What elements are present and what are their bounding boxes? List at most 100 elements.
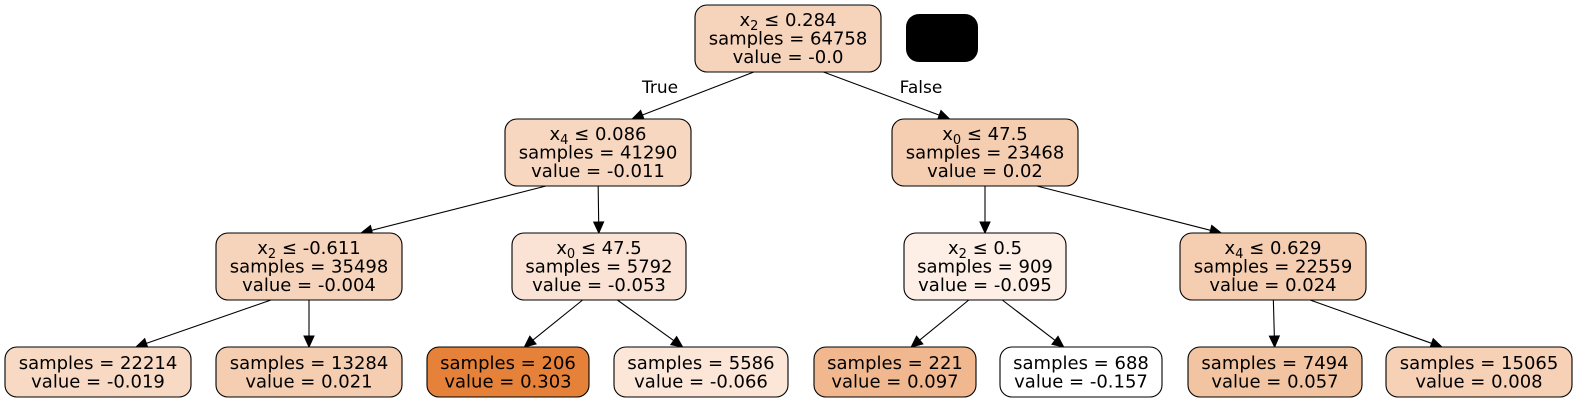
edge-arrowhead — [936, 109, 951, 121]
tree-edge — [134, 299, 272, 349]
node-text: ≤ 47.5 — [961, 124, 1028, 145]
value-label: value = 0.024 — [1209, 275, 1336, 296]
value-label: value = 0.02 — [927, 161, 1043, 182]
value-label: value = -0.019 — [31, 371, 165, 392]
tree-node-box — [1179, 232, 1367, 301]
node-text: value = 0.021 — [245, 371, 372, 392]
edge-line — [617, 299, 675, 342]
samples-label: samples = 688 — [1013, 353, 1149, 374]
edge-line — [1309, 299, 1432, 344]
node-text: value = -0.157 — [1014, 371, 1148, 392]
node-text: samples = 5792 — [525, 257, 672, 278]
edge-arrowhead — [523, 335, 537, 348]
legend-color-swatch — [906, 14, 978, 62]
samples-label: samples = 206 — [440, 353, 576, 374]
feature-subscript: 2 — [750, 19, 758, 34]
tree-node-box — [215, 346, 403, 398]
node-text: samples = 909 — [917, 257, 1053, 278]
node-text: x — [942, 124, 953, 145]
samples-label: samples = 15065 — [1400, 353, 1559, 374]
tree-edge — [1268, 299, 1281, 349]
tree-node-box — [1385, 346, 1573, 398]
edge-arrowhead — [592, 221, 605, 235]
tree-node-box — [511, 232, 687, 301]
edge-line — [1036, 185, 1211, 231]
value-label: value = 0.008 — [1415, 371, 1542, 392]
edge-line — [146, 299, 272, 344]
node-text: value = -0.019 — [31, 371, 165, 392]
samples-label: samples = 5586 — [627, 353, 774, 374]
node-text: value = -0.066 — [634, 371, 768, 392]
node-text: samples = 5586 — [627, 353, 774, 374]
tree-node-box — [504, 118, 692, 187]
node-text: samples = 35498 — [230, 257, 389, 278]
split-condition: x2 ≤ -0.611 — [257, 238, 361, 262]
tree-node-box — [694, 4, 882, 73]
samples-label: samples = 22214 — [19, 353, 178, 374]
node-text: samples = 41290 — [519, 143, 678, 164]
split-condition: x0 ≤ 47.5 — [556, 238, 642, 262]
node-text: ≤ 0.5 — [967, 238, 1022, 259]
node-text: samples = 23468 — [906, 143, 1065, 164]
node-text: ≤ 0.086 — [568, 124, 646, 145]
samples-label: samples = 5792 — [525, 257, 672, 278]
node-text: x — [550, 124, 561, 145]
edge-line — [823, 71, 940, 116]
tree-edge — [910, 299, 970, 348]
tree-edge: True — [631, 71, 754, 121]
tree-node-box — [613, 346, 789, 398]
node-text: samples = 22559 — [1194, 257, 1353, 278]
node-text: x — [556, 238, 567, 259]
edge-arrowhead — [1268, 335, 1281, 349]
node-text: ≤ -0.611 — [276, 238, 361, 259]
node-text: value = 0.057 — [1211, 371, 1338, 392]
node-text: value = -0.095 — [918, 275, 1052, 296]
node-text: value = 0.097 — [831, 371, 958, 392]
node-text: samples = 206 — [440, 353, 576, 374]
node-text: samples = 64758 — [709, 29, 868, 50]
split-condition: x0 ≤ 47.5 — [942, 124, 1028, 148]
value-label: value = -0.0 — [733, 47, 844, 68]
feature-subscript: 2 — [959, 247, 967, 262]
tree-node-box — [426, 346, 590, 398]
split-condition: x2 ≤ 0.5 — [948, 238, 1022, 262]
feature-subscript: 0 — [567, 247, 575, 262]
split-condition: x2 ≤ 0.284 — [740, 10, 837, 34]
tree-edge — [1036, 185, 1223, 236]
samples-label: samples = 23468 — [906, 143, 1065, 164]
node-text: x — [1225, 238, 1236, 259]
node-text: ≤ 47.5 — [575, 238, 642, 259]
edge-arrowhead — [669, 335, 684, 348]
value-label: value = -0.095 — [918, 275, 1052, 296]
feature-subscript: 4 — [560, 133, 568, 148]
edge-arrowhead — [303, 335, 315, 349]
samples-label: samples = 35498 — [230, 257, 389, 278]
samples-label: samples = 13284 — [230, 353, 389, 374]
node-text: samples = 688 — [1013, 353, 1149, 374]
value-label: value = 0.303 — [444, 371, 571, 392]
node-text: ≤ 0.629 — [1243, 238, 1321, 259]
edge-arrowhead — [1051, 335, 1065, 348]
node-text: samples = 221 — [827, 353, 963, 374]
node-text: samples = 15065 — [1400, 353, 1559, 374]
node-text: samples = 7494 — [1201, 353, 1348, 374]
node-text: x — [740, 10, 751, 31]
value-label: value = 0.057 — [1211, 371, 1338, 392]
node-text: value = -0.004 — [242, 275, 376, 296]
node-text: samples = 22214 — [19, 353, 178, 374]
node-text: value = -0.011 — [531, 161, 665, 182]
node-text: value = 0.024 — [1209, 275, 1336, 296]
value-label: value = -0.157 — [1014, 371, 1148, 392]
node-text: ≤ 0.284 — [758, 10, 836, 31]
split-condition: x4 ≤ 0.086 — [550, 124, 647, 148]
tree-node-box — [215, 232, 403, 301]
